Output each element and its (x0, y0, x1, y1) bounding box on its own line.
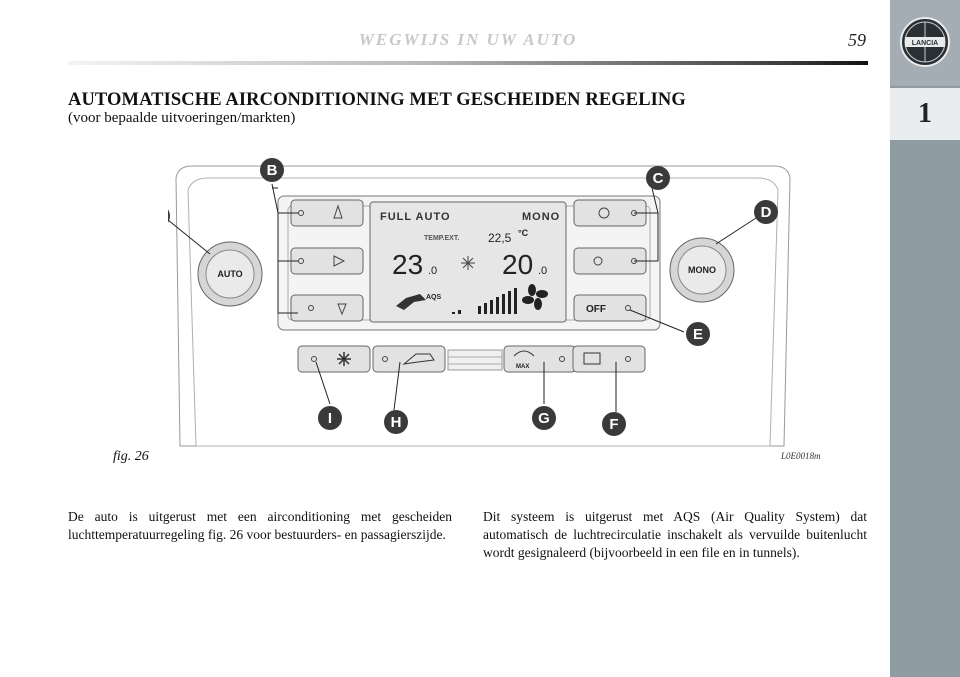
lcd-temp-right: 20 (502, 249, 533, 280)
lcd-aqs-label: AQS (426, 294, 442, 301)
fan-icon (522, 284, 548, 310)
max-defrost-label: MAX (516, 364, 529, 370)
body-paragraph-right: Dit systeem is uitgerust met AQS (Air Qu… (483, 509, 867, 560)
svg-text:G: G (538, 410, 550, 427)
climate-panel-illustration: OFF FULL AUTO MONO TEMP.EXT. 22,5 °C 23 … (146, 158, 791, 447)
callout-i: I (318, 406, 342, 430)
fan-speed-bars-icon (452, 288, 517, 314)
svg-text:I: I (328, 410, 332, 427)
section-subtitle: (voor bepaalde uitvoeringen/markten) (68, 110, 296, 126)
callout-g: G (532, 406, 556, 430)
svg-text:LANCIA: LANCIA (912, 40, 938, 47)
svg-text:H: H (391, 414, 402, 431)
mono-knob: MONO (669, 237, 735, 303)
lcd-temp-right-dec: .0 (538, 265, 547, 277)
figure-caption: fig. 26 (113, 449, 149, 464)
callout-h: H (384, 410, 408, 434)
svg-text:E: E (693, 326, 703, 343)
lcd-temp-left: 23 (392, 249, 423, 280)
off-button-label: OFF (586, 304, 606, 315)
callout-b: B (260, 158, 284, 182)
lcd-temp-left-dec: .0 (428, 265, 437, 277)
callout-e: E (686, 322, 710, 346)
callout-c: C (646, 166, 670, 190)
windscreen-defrost-icon (513, 350, 535, 357)
callout-leader-lines (167, 183, 757, 412)
header-rule (68, 61, 868, 65)
page-number: 59 (848, 30, 866, 50)
lcd-full-auto: FULL AUTO (380, 211, 451, 223)
running-title: WEGWIJS IN UW AUTO (358, 30, 578, 49)
chapter-number: 1 (918, 98, 932, 129)
mono-knob-label: MONO (688, 265, 716, 275)
chapter-tab (890, 88, 960, 140)
rear-window-heater-icon (583, 352, 601, 365)
bottom-button-row: MAX (297, 345, 646, 373)
callout-a: A (146, 204, 170, 228)
snowflake-icon (461, 256, 475, 270)
callout-f: F (602, 412, 626, 436)
svg-text:C: C (653, 170, 664, 187)
compressor-icon (337, 352, 351, 366)
page-header: WEGWIJS IN UW AUTO 59 (68, 28, 868, 68)
chapter-sidebar: LANCIA 1 (890, 0, 960, 677)
auto-knob-label: AUTO (217, 269, 242, 279)
brand-logo-area: LANCIA (890, 0, 960, 86)
auto-knob: AUTO (197, 241, 263, 307)
body-paragraph-left: De auto is uitgerust met een airconditio… (68, 509, 452, 542)
climate-control-figure: OFF FULL AUTO MONO TEMP.EXT. 22,5 °C 23 … (146, 148, 798, 448)
svg-text:B: B (267, 162, 278, 179)
callout-d: D (754, 200, 778, 224)
svg-text:D: D (761, 204, 772, 221)
lcd-temp-ext-label: TEMP.EXT. (424, 235, 459, 242)
car-recirculation-icon (396, 294, 426, 310)
lcd-mono: MONO (522, 211, 560, 223)
lcd-display: FULL AUTO MONO TEMP.EXT. 22,5 °C 23 .0 2… (369, 201, 567, 323)
figure-code: L0E0018m (781, 451, 821, 461)
svg-text:F: F (609, 416, 618, 433)
recirculation-icon (402, 353, 435, 365)
left-button-column (290, 199, 364, 322)
lancia-logo-icon: LANCIA (900, 17, 950, 67)
section-title: AUTOMATISCHE AIRCONDITIONING MET GESCHEI… (68, 90, 686, 110)
right-button-column: OFF (573, 199, 647, 322)
lcd-temp-unit: °C (518, 228, 529, 238)
lcd-temp-ext-value: 22,5 (488, 231, 512, 245)
